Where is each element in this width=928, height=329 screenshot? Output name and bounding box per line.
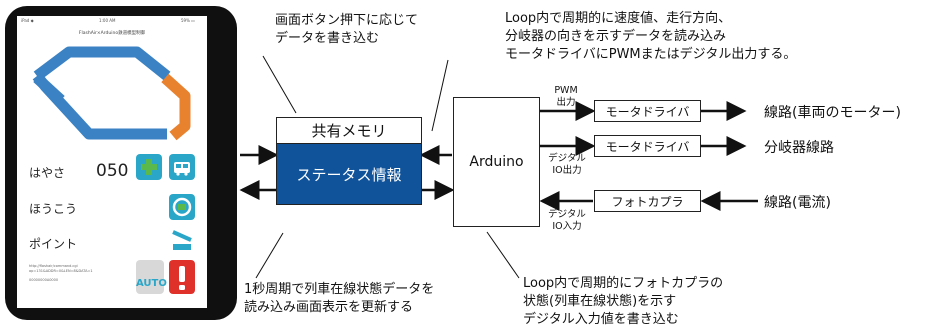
loop-write-note-line-1: Loop内で周期的にフォトカプラの — [523, 276, 724, 291]
write-note-line-2: データを書き込む — [275, 31, 380, 46]
turnout-rail-label: 分岐器線路 — [764, 140, 834, 156]
pwm-label-line-1: PWM — [554, 85, 578, 96]
track-blue-branch — [33, 73, 65, 105]
loop-write-note-line-2: 状態(列車在線状態)を示す — [523, 294, 677, 309]
loop-write-note: Loop内で周期的にフォトカプラの 状態(列車在線状態)を示す デジタル入力値を… — [523, 275, 723, 329]
rail-current-label: 線路(電流) — [764, 195, 831, 211]
pwm-label-line-2: 出力 — [556, 97, 576, 108]
digital-in-line-2: IO入力 — [552, 221, 582, 232]
url-line-1: http://flashair/command.cgi — [29, 264, 78, 268]
speed-up-button[interactable] — [136, 154, 162, 180]
point-switch-button[interactable] — [169, 228, 195, 254]
photocoupler-box: フォトカプラ — [594, 190, 701, 212]
pwm-output-label: PWM 出力 — [546, 85, 586, 109]
url-line-2: op=131&ADDR=0&LEN=8&DATA=1 — [29, 269, 93, 273]
app-title: FlashAir×Arduino鉄道模型制御 — [78, 31, 146, 36]
digital-out-line-2: IO出力 — [552, 165, 582, 176]
status-info-block: ステータス情報 — [276, 143, 422, 205]
read-note-line-1: 1秒周期で列車在線状態データを — [244, 282, 435, 297]
turnout-icon — [172, 230, 192, 250]
alert-button[interactable] — [169, 260, 195, 294]
url-line-3: 00000000A0000 — [29, 278, 59, 282]
point-label: ポイント — [29, 237, 78, 251]
digital-in-line-1: デジタル — [548, 209, 586, 220]
rail-train-motor-label: 線路(車両のモーター) — [764, 105, 901, 121]
plus-icon — [141, 159, 157, 175]
status-clock: 1:00 AM — [99, 18, 116, 23]
status-bar: iPad ◆ 1:00 AM 59% ▭ — [17, 16, 207, 26]
direction-button[interactable] — [169, 194, 195, 220]
write-note: 画面ボタン押下に応じて データを書き込む — [275, 12, 418, 48]
write-note-line-1: 画面ボタン押下に応じて — [275, 13, 419, 28]
motor-driver-box-2: モータドライバ — [594, 135, 701, 157]
speed-value: 050 — [96, 161, 129, 181]
direction-arrows-icon — [172, 197, 192, 217]
direction-label: ほうこう — [29, 202, 78, 216]
train-icon — [174, 162, 190, 176]
digital-out-line-1: デジタル — [548, 153, 586, 164]
digital-out-label: デジタル IO出力 — [543, 153, 591, 177]
track-orange-segment — [161, 73, 191, 141]
track-blue-upper — [33, 46, 171, 81]
status-left: iPad ◆ — [21, 18, 34, 23]
leader-write-note — [262, 55, 297, 114]
loop-read-note-line-3: モータドライバにPWMまたはデジタル出力する。 — [505, 47, 797, 62]
url-text: http://flashair/command.cgi op=131&ADDR=… — [29, 264, 93, 283]
loop-read-note: Loop内で周期的に速度値、走行方向、 分岐器の向きを示すデータを読み込み モー… — [505, 10, 796, 64]
auto-label: AUTO — [136, 278, 167, 289]
leader-loop-read-note — [431, 59, 449, 132]
leader-loop-write-note — [486, 231, 520, 279]
speed-label: はやさ — [29, 166, 66, 180]
loop-read-note-line-1: Loop内で周期的に速度値、走行方向、 — [505, 11, 732, 26]
loop-read-note-line-2: 分岐器の向きを示すデータを読み込み — [505, 29, 727, 44]
digital-in-label: デジタル IO入力 — [543, 209, 591, 233]
shared-memory-title: 共有メモリ — [276, 117, 422, 144]
read-note-line-2: 読み込み画面表示を更新する — [244, 300, 414, 315]
train-button[interactable] — [169, 154, 195, 180]
exclamation-icon — [179, 266, 185, 290]
loop-write-note-line-3: デジタル入力値を書き込む — [523, 312, 679, 327]
status-right: 59% ▭ — [181, 18, 195, 23]
auto-button[interactable]: AUTO — [136, 260, 167, 294]
arduino-block: Arduino — [453, 97, 540, 227]
leader-read-note — [255, 232, 284, 279]
read-note: 1秒周期で列車在線状態データを 読み込み画面表示を更新する — [244, 281, 434, 317]
tablet-screen: iPad ◆ 1:00 AM 59% ▭ FlashAir×Arduino鉄道模… — [17, 16, 207, 308]
motor-driver-box-1: モータドライバ — [594, 100, 701, 122]
track-layout-graphic — [32, 46, 191, 141]
